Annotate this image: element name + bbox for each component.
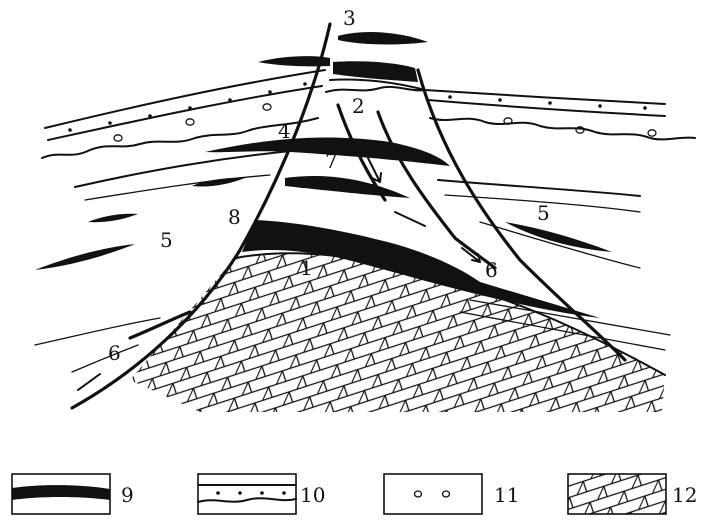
legend-label-12: 12 bbox=[672, 483, 697, 507]
legend: 9 10 11 12 bbox=[12, 474, 697, 514]
coal-seam-top-1 bbox=[338, 32, 428, 44]
stratum-left-1 bbox=[75, 150, 300, 187]
coal-seam-lens-left-2 bbox=[88, 214, 138, 222]
label-3: 3 bbox=[343, 6, 356, 30]
coal-seam-lens-right bbox=[505, 222, 612, 252]
label-6-left: 6 bbox=[108, 341, 121, 365]
coal-seam-lens-left-3 bbox=[35, 244, 135, 270]
label-6-right: 6 bbox=[485, 258, 498, 282]
stratum-left-4 bbox=[72, 345, 138, 372]
legend-item-sandstone: 10 bbox=[198, 474, 325, 514]
stratum-left-3 bbox=[35, 318, 160, 345]
unconformity-right bbox=[430, 118, 695, 139]
fault-arrow-4 bbox=[78, 374, 100, 390]
label-5-left: 5 bbox=[160, 228, 173, 252]
label-4: 4 bbox=[278, 119, 291, 143]
legend-box-sandstone bbox=[198, 474, 296, 514]
legend-box-limestone bbox=[568, 474, 666, 514]
legend-label-9: 9 bbox=[121, 483, 134, 507]
legend-box-conglomerate bbox=[384, 474, 482, 514]
label-2: 2 bbox=[352, 94, 365, 118]
label-1: 1 bbox=[300, 256, 313, 280]
stratum-right-3 bbox=[480, 222, 640, 268]
legend-item-conglomerate: 11 bbox=[384, 474, 519, 514]
uplift-wavy-line bbox=[326, 87, 425, 92]
label-5-right: 5 bbox=[537, 201, 550, 225]
label-7: 7 bbox=[325, 149, 338, 173]
legend-label-11: 11 bbox=[494, 483, 519, 507]
legend-item-limestone: 12 bbox=[568, 474, 697, 514]
legend-item-coal: 9 bbox=[12, 474, 134, 514]
legend-label-10: 10 bbox=[300, 483, 325, 507]
label-8: 8 bbox=[228, 205, 241, 229]
fault-arrow-2 bbox=[395, 212, 425, 226]
coal-seam-wedge bbox=[285, 176, 410, 198]
